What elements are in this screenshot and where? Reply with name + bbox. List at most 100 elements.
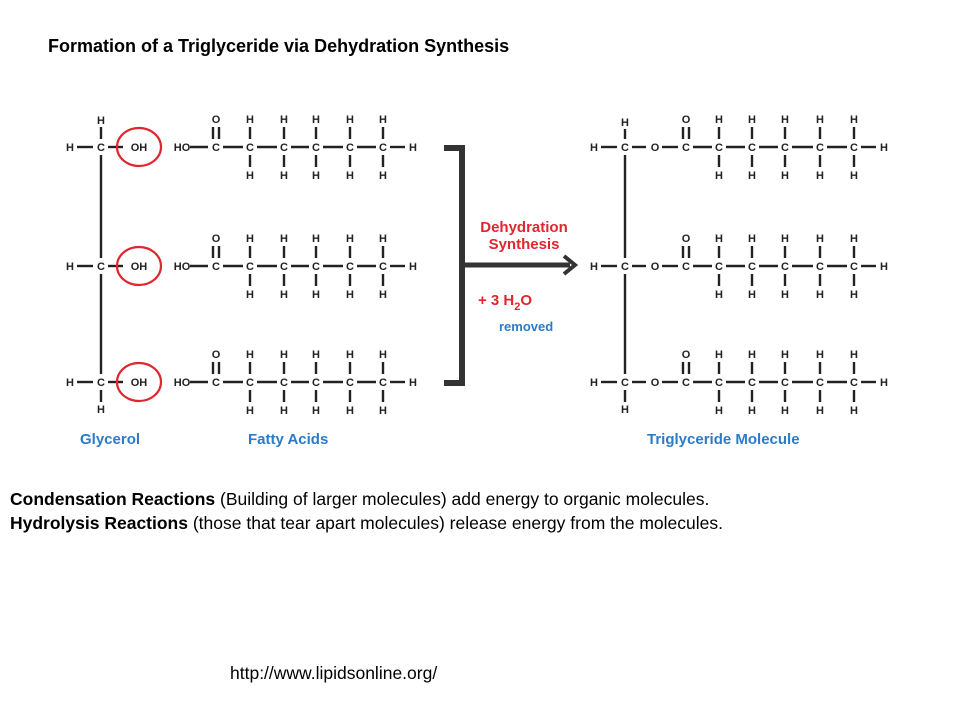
- hydrogen-atom: H: [590, 142, 598, 154]
- hydrogen-atom: H: [748, 114, 756, 126]
- hydrogen-atom: H: [246, 349, 254, 361]
- hydrogen-atom: H: [409, 261, 417, 273]
- hydrogen-atom: H: [590, 261, 598, 273]
- hydrogen-atom: H: [781, 114, 789, 126]
- hydroxyl-group: HO: [174, 142, 191, 154]
- hydrolysis-term: Hydrolysis Reactions: [10, 512, 188, 533]
- hydrogen-atom: H: [66, 377, 74, 389]
- carbon-atom: C: [212, 261, 220, 273]
- hydrogen-atom: H: [246, 170, 254, 182]
- carbon-atom: C: [379, 261, 387, 273]
- carbon-atom: C: [246, 261, 254, 273]
- carbon-atom: C: [97, 377, 105, 389]
- hydrogen-atom: H: [621, 404, 629, 416]
- ester-oxygen-atom: O: [651, 377, 660, 389]
- hydrogen-atom: H: [379, 233, 387, 245]
- hydrolysis-description: (those that tear apart molecules) releas…: [187, 512, 723, 533]
- hydrolysis-line: Hydrolysis Reactions (those that tear ap…: [10, 512, 910, 536]
- carbon-atom: C: [312, 377, 320, 389]
- carbon-atom: C: [621, 377, 629, 389]
- hydrogen-atom: H: [379, 289, 387, 301]
- hydrogen-atom: H: [748, 289, 756, 301]
- hydrogen-atom: H: [816, 289, 824, 301]
- condensation-line: Condensation Reactions (Building of larg…: [10, 488, 910, 512]
- page-title: Formation of a Triglyceride via Dehydrat…: [48, 36, 510, 56]
- hydrogen-atom: H: [280, 289, 288, 301]
- hydrogen-atom: H: [850, 289, 858, 301]
- carbon-atom: C: [748, 142, 756, 154]
- water-subscript: 2: [514, 301, 520, 313]
- carbon-atom: C: [379, 142, 387, 154]
- carbon-atom: C: [682, 261, 690, 273]
- hydrogen-atom: H: [781, 349, 789, 361]
- carbon-atom: C: [715, 261, 723, 273]
- hydroxyl-group: OH: [131, 142, 148, 154]
- carbon-atom: C: [280, 142, 288, 154]
- label-glycerol: Glycerol: [80, 431, 140, 448]
- hydroxyl-group: HO: [174, 377, 191, 389]
- hydrogen-atom: H: [409, 142, 417, 154]
- hydrogen-atom: H: [880, 377, 888, 389]
- water-suffix: O: [520, 292, 532, 309]
- hydroxyl-group: OH: [131, 377, 148, 389]
- carbon-atom: C: [850, 377, 858, 389]
- condensation-term: Condensation Reactions: [10, 489, 216, 509]
- carbon-atom: C: [621, 142, 629, 154]
- carbon-atom: C: [781, 261, 789, 273]
- hydrogen-atom: H: [379, 170, 387, 182]
- hydrogen-atom: H: [781, 233, 789, 245]
- oxygen-atom: O: [212, 114, 221, 126]
- carbon-atom: C: [280, 261, 288, 273]
- carbon-atom: C: [781, 142, 789, 154]
- carbon-atom: C: [715, 377, 723, 389]
- hydrogen-atom: H: [715, 289, 723, 301]
- hydrogen-atom: H: [379, 349, 387, 361]
- hydrogen-atom: H: [816, 233, 824, 245]
- hydrogen-atom: H: [312, 289, 320, 301]
- hydrogen-atom: H: [850, 349, 858, 361]
- hydrogen-atom: H: [66, 142, 74, 154]
- ester-oxygen-atom: O: [651, 142, 660, 154]
- water-note: removed: [499, 319, 553, 334]
- condensation-description: (Building of larger molecules) add energ…: [215, 489, 710, 509]
- hydrogen-atom: H: [379, 405, 387, 417]
- hydrogen-atom: H: [346, 405, 354, 417]
- source-url[interactable]: http://www.lipidsonline.org/: [230, 663, 438, 683]
- carbon-atom: C: [850, 261, 858, 273]
- hydrogen-atom: H: [715, 405, 723, 417]
- carbon-atom: C: [312, 142, 320, 154]
- hydrogen-atom: H: [246, 289, 254, 301]
- carbon-atom: C: [748, 377, 756, 389]
- hydrogen-atom: H: [748, 405, 756, 417]
- hydrogen-atom: H: [97, 115, 105, 127]
- hydrogen-atom: H: [850, 405, 858, 417]
- hydrogen-atom: H: [280, 349, 288, 361]
- hydrogen-atom: H: [715, 170, 723, 182]
- carbon-atom: C: [816, 261, 824, 273]
- hydroxyl-group: HO: [174, 261, 191, 273]
- hydrogen-atom: H: [781, 289, 789, 301]
- hydrogen-atom: H: [280, 233, 288, 245]
- hydrogen-atom: H: [850, 170, 858, 182]
- hydrogen-atom: H: [715, 349, 723, 361]
- hydrogen-atom: H: [312, 233, 320, 245]
- carbon-atom: C: [816, 142, 824, 154]
- reactants-structures: H C OH HO C O C H H C H H C H H C H H C H H H H C OH HO C O C H H C H H C H…: [66, 114, 417, 417]
- removed-hydroxyl-circle: [115, 361, 163, 403]
- water-removed-label: + 3 H2O: [478, 292, 532, 313]
- hydrogen-atom: H: [280, 405, 288, 417]
- hydrogen-atom: H: [346, 233, 354, 245]
- carbon-atom: C: [212, 142, 220, 154]
- carbon-atom: C: [212, 377, 220, 389]
- oxygen-atom: O: [212, 233, 221, 245]
- label-fatty-acids: Fatty Acids: [248, 431, 328, 448]
- carbon-atom: C: [850, 142, 858, 154]
- carbon-atom: C: [346, 261, 354, 273]
- carbon-atom: C: [97, 261, 105, 273]
- water-prefix: + 3 H: [478, 292, 514, 309]
- carbon-atom: C: [682, 377, 690, 389]
- ester-oxygen-atom: O: [651, 261, 660, 273]
- carbon-atom: C: [781, 377, 789, 389]
- hydrogen-atom: H: [850, 114, 858, 126]
